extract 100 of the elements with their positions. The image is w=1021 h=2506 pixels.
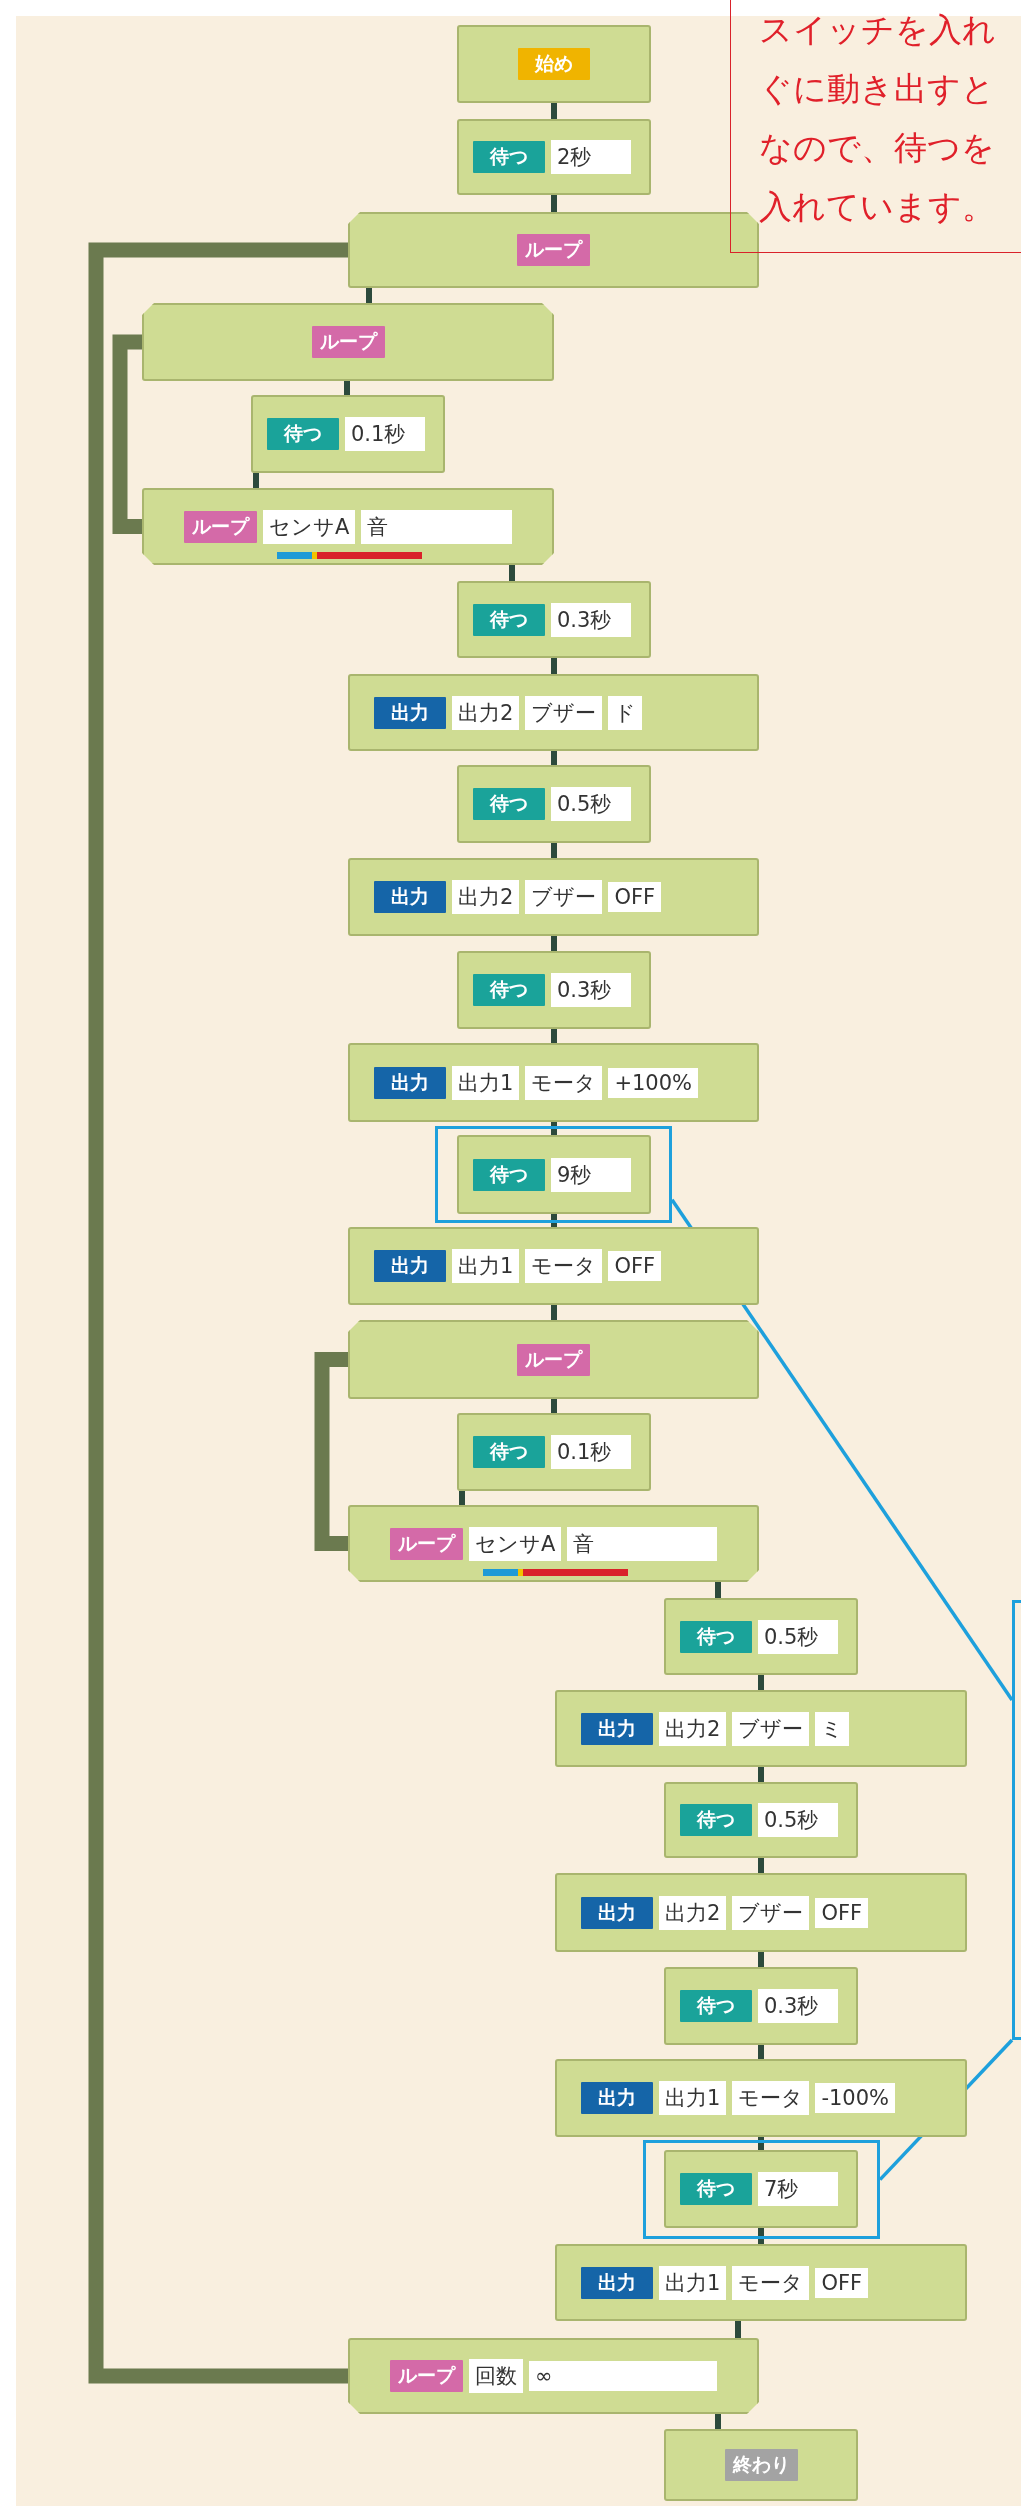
program-block (457, 25, 651, 103)
command-label: ループ (311, 326, 385, 358)
block-connector (551, 103, 557, 119)
command-label: 待つ (267, 418, 339, 450)
value-field: 0.5秒 (551, 787, 631, 821)
command-label: 出力 (581, 1896, 653, 1929)
value-field: 0.3秒 (758, 1989, 838, 2023)
value-field: モータ (732, 2265, 810, 2300)
program-block (457, 1135, 651, 1214)
command-label: 待つ (680, 1804, 752, 1836)
command-label: 出力 (374, 1066, 446, 1099)
value-field: ド (608, 695, 643, 730)
command-label: ループ (184, 510, 257, 543)
command-label: 出力 (374, 696, 446, 729)
command-label: 待つ (473, 1436, 545, 1468)
block-connector (253, 473, 259, 488)
value-field: 出力1 (452, 1065, 520, 1100)
value-field: 回数 (469, 2359, 523, 2393)
command-label: 待つ (473, 141, 545, 173)
value-field: 9秒 (551, 1157, 631, 1192)
program-block (664, 1782, 858, 1858)
command-label: 終わり (724, 2449, 798, 2481)
program-block (457, 951, 651, 1029)
value-field: 0.1秒 (551, 1435, 631, 1469)
block-connector (735, 2321, 741, 2338)
program-block (664, 2429, 858, 2501)
value-field: ∞ (529, 2361, 717, 2391)
highlight-frame (435, 1126, 672, 1223)
program-block (348, 1320, 759, 1399)
value-field: 出力2 (659, 1895, 727, 1930)
block-connector (551, 195, 557, 212)
program-block (555, 2244, 967, 2321)
block-connector (551, 1399, 557, 1413)
value-field: モータ (732, 2081, 810, 2115)
value-field: 音 (361, 509, 512, 544)
block-connector (758, 1675, 764, 1690)
command-label: 出力 (581, 2266, 653, 2299)
block-connector (344, 381, 350, 395)
command-label: 出力 (581, 2082, 653, 2114)
value-field: OFF (608, 882, 662, 912)
loop-line (314, 1352, 348, 1551)
block-connector (509, 565, 515, 581)
value-field: センサA (469, 1526, 562, 1561)
value-field: ミ (815, 1711, 850, 1746)
program-block (555, 1690, 967, 1767)
program-block (251, 395, 445, 473)
command-label: 待つ (680, 1990, 752, 2022)
value-field: 出力2 (659, 1711, 727, 1746)
value-field: 0.3秒 (551, 602, 631, 637)
program-block (457, 1413, 651, 1491)
command-label: 出力 (374, 881, 446, 913)
program-block (664, 1967, 858, 2045)
value-field: 出力1 (452, 1249, 520, 1283)
program-block (142, 303, 554, 381)
program-block (348, 674, 759, 751)
command-label: 待つ (680, 2173, 752, 2205)
block-connector (715, 2414, 721, 2429)
block-connector (758, 1952, 764, 1967)
command-label: ループ (390, 1527, 463, 1560)
block-connector (758, 1858, 764, 1873)
program-block (457, 119, 651, 195)
callout-box (1012, 1600, 1021, 2040)
program-block (348, 1227, 759, 1305)
value-field: 0.5秒 (758, 1803, 838, 1837)
program-block (555, 2059, 967, 2137)
block-connector (551, 658, 557, 674)
value-field: +100% (608, 1067, 698, 1098)
value-field: ブザー (732, 1895, 810, 1930)
value-field: 2秒 (551, 140, 631, 174)
highlight-frame (643, 2140, 880, 2239)
program-block (555, 1873, 967, 1952)
program-block (348, 1043, 759, 1122)
command-label: ループ (390, 2360, 463, 2392)
program-block (348, 2338, 759, 2414)
program-block (664, 2150, 858, 2228)
value-field: 出力1 (659, 2081, 727, 2115)
note-box (730, 0, 1021, 253)
block-connector (459, 1491, 465, 1505)
block-connector (551, 843, 557, 858)
value-field: 出力2 (452, 880, 520, 914)
block-connector (715, 1582, 721, 1598)
value-field: OFF (815, 2267, 869, 2298)
program-block (348, 1505, 759, 1582)
block-connector (366, 288, 372, 303)
block-connector (551, 936, 557, 951)
command-label: 待つ (473, 974, 545, 1006)
command-label: ループ (517, 1343, 590, 1376)
value-field: ブザー (525, 880, 603, 914)
block-connector (551, 751, 557, 765)
value-field: 出力1 (659, 2265, 727, 2300)
command-label: 出力 (374, 1250, 446, 1282)
note-text: スイッチを入れぐに動き出すとなので、待つを入れています。 (759, 9, 997, 228)
value-field: モータ (525, 1249, 603, 1283)
value-field: 7秒 (758, 2172, 838, 2206)
loop-line (88, 242, 348, 2384)
value-field: 0.5秒 (758, 1619, 838, 1654)
command-label: 待つ (473, 788, 545, 820)
command-label: ループ (517, 234, 590, 266)
program-block (348, 212, 759, 288)
block-connector (758, 1767, 764, 1782)
